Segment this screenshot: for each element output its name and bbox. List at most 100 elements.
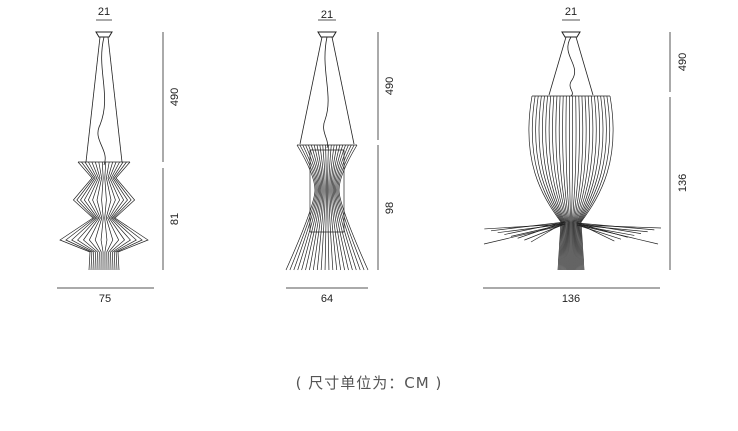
wire-strand bbox=[332, 144, 349, 271]
wire-strand bbox=[577, 95, 600, 271]
lamp-1-canopy bbox=[95, 31, 113, 38]
wire-strand bbox=[580, 95, 614, 271]
units-caption: ( 尺寸单位为：CM ) bbox=[295, 374, 443, 392]
wire-strand bbox=[77, 161, 98, 271]
wire-strand bbox=[576, 224, 662, 229]
lamp-1-body-height-label: 81 bbox=[169, 213, 181, 225]
wire-strand bbox=[510, 223, 566, 237]
wire-strand bbox=[538, 95, 564, 271]
wire-strand bbox=[336, 144, 361, 271]
wire-strand bbox=[576, 95, 597, 271]
wire-strand bbox=[504, 221, 566, 235]
wire-strand bbox=[528, 95, 562, 271]
wire-strand bbox=[483, 225, 561, 245]
wire-strand bbox=[107, 161, 120, 271]
wire-strand bbox=[71, 161, 97, 271]
wire-strand bbox=[545, 95, 566, 271]
wire-strand bbox=[293, 144, 318, 271]
lamp-3-cable-height-label: 490 bbox=[677, 53, 689, 71]
lamp-2: 21 490 98 64 bbox=[285, 9, 396, 305]
lamp-1-canopy-width-label: 21 bbox=[98, 6, 110, 18]
wire-strand bbox=[331, 144, 345, 271]
wire-strand bbox=[329, 144, 338, 271]
lamp-3-cables bbox=[548, 36, 594, 97]
lamp-2-cable-height-label: 490 bbox=[384, 77, 396, 95]
wire-strand bbox=[576, 224, 622, 240]
lamp-3-wire-cage bbox=[483, 95, 662, 271]
wire-strand bbox=[309, 144, 323, 271]
wire-strand bbox=[335, 144, 357, 271]
wire-strand bbox=[497, 223, 566, 234]
wire-strand bbox=[334, 144, 353, 271]
wire-strand bbox=[581, 225, 659, 245]
lamp-1-total-width-label: 75 bbox=[99, 293, 111, 305]
wire-strand bbox=[111, 161, 137, 271]
wire-strand bbox=[297, 144, 319, 271]
lamp-3-body-height-label: 136 bbox=[677, 174, 689, 192]
wire-strand bbox=[108, 161, 126, 271]
wire-strand bbox=[558, 95, 569, 271]
lamp-2-canopy-width-label: 21 bbox=[321, 9, 333, 21]
wire-strand bbox=[571, 95, 577, 271]
wire-strand bbox=[59, 161, 94, 271]
wire-strand bbox=[114, 161, 149, 271]
wire-strand bbox=[542, 95, 565, 271]
wire-strand bbox=[531, 95, 563, 271]
wire-strand bbox=[535, 95, 563, 271]
wire-strand bbox=[289, 144, 317, 271]
wire-strand bbox=[337, 144, 365, 271]
wire-strand bbox=[484, 223, 566, 230]
wire-strand bbox=[575, 95, 590, 271]
lamp-2-total-width-label: 64 bbox=[321, 293, 333, 305]
lamp-2-canopy bbox=[317, 31, 337, 38]
lamp-1-wire-cage bbox=[59, 161, 149, 271]
wire-strand bbox=[309, 149, 345, 233]
wire-strand bbox=[113, 161, 143, 271]
wire-strand bbox=[573, 95, 584, 271]
wire-strand bbox=[578, 95, 604, 271]
wire-strand bbox=[305, 144, 322, 271]
wire-strand bbox=[327, 144, 330, 271]
wire-strand bbox=[562, 95, 570, 271]
lamp-2-body-height-label: 98 bbox=[384, 202, 396, 214]
lamp-3: 21 490 136 136 bbox=[483, 6, 689, 305]
wire-strand bbox=[301, 144, 320, 271]
wire-strand bbox=[552, 95, 567, 271]
wire-strand bbox=[572, 95, 580, 271]
wire-strand bbox=[285, 144, 316, 271]
wire-strand bbox=[328, 144, 334, 271]
wire-strand bbox=[575, 95, 594, 271]
wire-strand bbox=[579, 95, 607, 271]
wire-strand bbox=[330, 144, 342, 271]
wire-strand bbox=[555, 95, 568, 271]
wire-strand bbox=[565, 95, 571, 271]
wire-strand bbox=[574, 95, 587, 271]
lamp-1: 21 490 81 75 bbox=[57, 6, 181, 305]
lamp-1-cables bbox=[85, 36, 123, 166]
wire-strand bbox=[324, 144, 327, 271]
wire-strand bbox=[338, 144, 369, 271]
wire-strand bbox=[579, 95, 611, 271]
wire-strand bbox=[82, 161, 100, 271]
wire-strand bbox=[576, 224, 648, 233]
lamp-1-cable-height-label: 490 bbox=[169, 88, 181, 106]
wire-strand bbox=[88, 161, 101, 271]
wire-strand bbox=[316, 144, 325, 271]
wire-strand bbox=[94, 161, 103, 271]
wire-strand bbox=[568, 95, 571, 271]
lamp-3-total-width-label: 136 bbox=[562, 293, 580, 305]
lamp-2-wire-cage bbox=[285, 144, 369, 271]
wire-strand bbox=[110, 161, 131, 271]
wire-strand bbox=[105, 161, 114, 271]
wire-strand bbox=[312, 144, 324, 271]
lamp-3-canopy bbox=[561, 31, 581, 38]
wire-strand bbox=[104, 161, 108, 271]
wire-strand bbox=[100, 161, 104, 271]
lamp-2-cables bbox=[299, 36, 355, 149]
wire-strand bbox=[65, 161, 95, 271]
wire-strand bbox=[548, 95, 567, 271]
wire-strand bbox=[320, 144, 326, 271]
lamp-3-canopy-width-label: 21 bbox=[565, 6, 577, 18]
